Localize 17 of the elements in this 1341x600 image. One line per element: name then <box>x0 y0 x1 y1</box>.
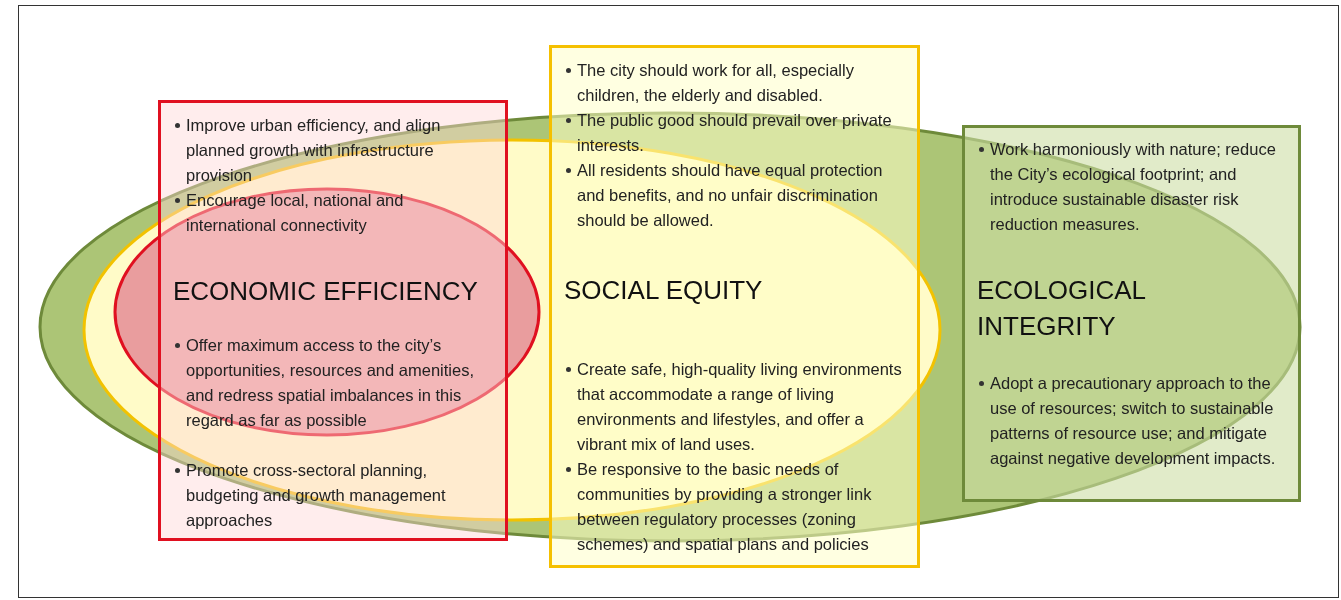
bullet-text: All residents should have equal protection and benefits, and no unfair discrimination should be allowed. <box>577 160 884 231</box>
bullet-text: Create safe, high-quality living environments that accommodate a range of living environments and lifestyles, and offer a vibrant mix of land uses. <box>577 359 903 455</box>
bullet-text: Improve urban efficiency, and align planned growth with infrastructure provision <box>186 115 442 186</box>
panel-heading: ECOLOGICAL INTEGRITY <box>977 274 1147 343</box>
bullet-text: Work harmoniously with nature; reduce the City’s ecological footprint; and introduce sustainable disaster risk reduction measures. <box>990 139 1277 235</box>
bullet-text: The city should work for all, especially children, the elderly and disabled. <box>577 60 855 106</box>
bullet-text: Promote cross-sectoral planning, budgeting and growth management approaches <box>186 460 447 531</box>
text-panel <box>549 45 920 568</box>
bullet-text: Be responsive to the basic needs of communities by providing a stronger link between regulatory processes (zoning schemes) and spatial plans and policies <box>577 459 873 555</box>
panel-heading: SOCIAL EQUITY <box>564 274 764 307</box>
text-panel <box>962 125 1301 502</box>
panel-heading: ECONOMIC EFFICIENCY <box>173 275 479 308</box>
bullet-text: Adopt a precautionary approach to the use of resources; switch to sustainable patterns of resource use; and mitigate against negative development impacts. <box>990 373 1277 469</box>
bullet-text: Encourage local, national and international connectivity <box>186 190 405 236</box>
bullet-text: Offer maximum access to the city’s opportunities, resources and amenities, and redress spatial imbalances in this regard as far as possible <box>186 335 475 431</box>
bullet-text: The public good should prevail over private interests. <box>577 110 893 156</box>
text-panel <box>158 100 508 541</box>
